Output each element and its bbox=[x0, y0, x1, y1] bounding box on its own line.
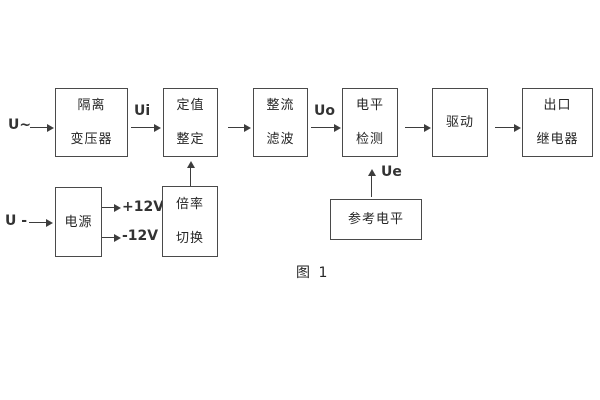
arrow-plus12v bbox=[102, 203, 121, 212]
arrow-ue bbox=[367, 169, 376, 197]
block-setting-adjustment-line1: 定值 bbox=[176, 98, 205, 113]
arrow-drive-to-relay bbox=[495, 123, 521, 132]
block-output-relay-line2: 继电器 bbox=[536, 132, 579, 147]
arrow-dc-input bbox=[29, 218, 53, 227]
block-level-detection-line1: 电平 bbox=[355, 98, 384, 113]
label-ac-input: U~ bbox=[8, 117, 32, 133]
block-setting-adjustment-line2: 整定 bbox=[176, 132, 205, 147]
block-rectifier-filter-line1: 整流 bbox=[266, 98, 295, 113]
block-level-detection: 电平 检测 bbox=[342, 88, 398, 157]
block-isolation-transformer-line2: 变压器 bbox=[70, 132, 113, 147]
block-drive-line1: 驱动 bbox=[445, 115, 474, 130]
block-multiplier-switch-line2: 切换 bbox=[175, 231, 204, 246]
label-plus12v: +12V bbox=[122, 199, 165, 215]
block-reference-level: 参考电平 bbox=[330, 199, 422, 240]
label-uo: Uo bbox=[314, 103, 335, 119]
block-multiplier-switch-line1: 倍率 bbox=[175, 197, 204, 212]
label-minus12v: -12V bbox=[122, 228, 159, 244]
block-rectifier-filter-line2: 滤波 bbox=[266, 132, 295, 147]
arrow-detect-to-drive bbox=[405, 123, 431, 132]
block-drive: 驱动 bbox=[432, 88, 488, 157]
block-setting-adjustment: 定值 整定 bbox=[163, 88, 218, 157]
figure-caption: 图 1 bbox=[296, 265, 330, 281]
arrow-ui bbox=[131, 123, 161, 132]
block-output-relay-line1: 出口 bbox=[543, 98, 572, 113]
arrow-uo bbox=[311, 123, 341, 132]
block-isolation-transformer: 隔离 变压器 bbox=[55, 88, 128, 157]
block-output-relay: 出口 继电器 bbox=[522, 88, 593, 157]
block-isolation-transformer-line1: 隔离 bbox=[77, 98, 106, 113]
arrow-setting-to-rectifier bbox=[228, 123, 251, 132]
arrow-multiplier-to-setting bbox=[186, 161, 195, 186]
label-ui: Ui bbox=[134, 103, 151, 119]
block-level-detection-line2: 检测 bbox=[355, 132, 384, 147]
block-power-supply: 电源 bbox=[55, 187, 102, 257]
label-dc-input: U - bbox=[5, 213, 28, 229]
block-rectifier-filter: 整流 滤波 bbox=[253, 88, 308, 157]
block-multiplier-switch: 倍率 切换 bbox=[162, 186, 218, 257]
label-ue: Ue bbox=[381, 164, 402, 180]
block-power-supply-line1: 电源 bbox=[64, 214, 93, 230]
arrow-minus12v bbox=[102, 233, 121, 242]
arrow-ac-input bbox=[30, 123, 54, 132]
block-reference-level-line1: 参考电平 bbox=[347, 212, 404, 227]
